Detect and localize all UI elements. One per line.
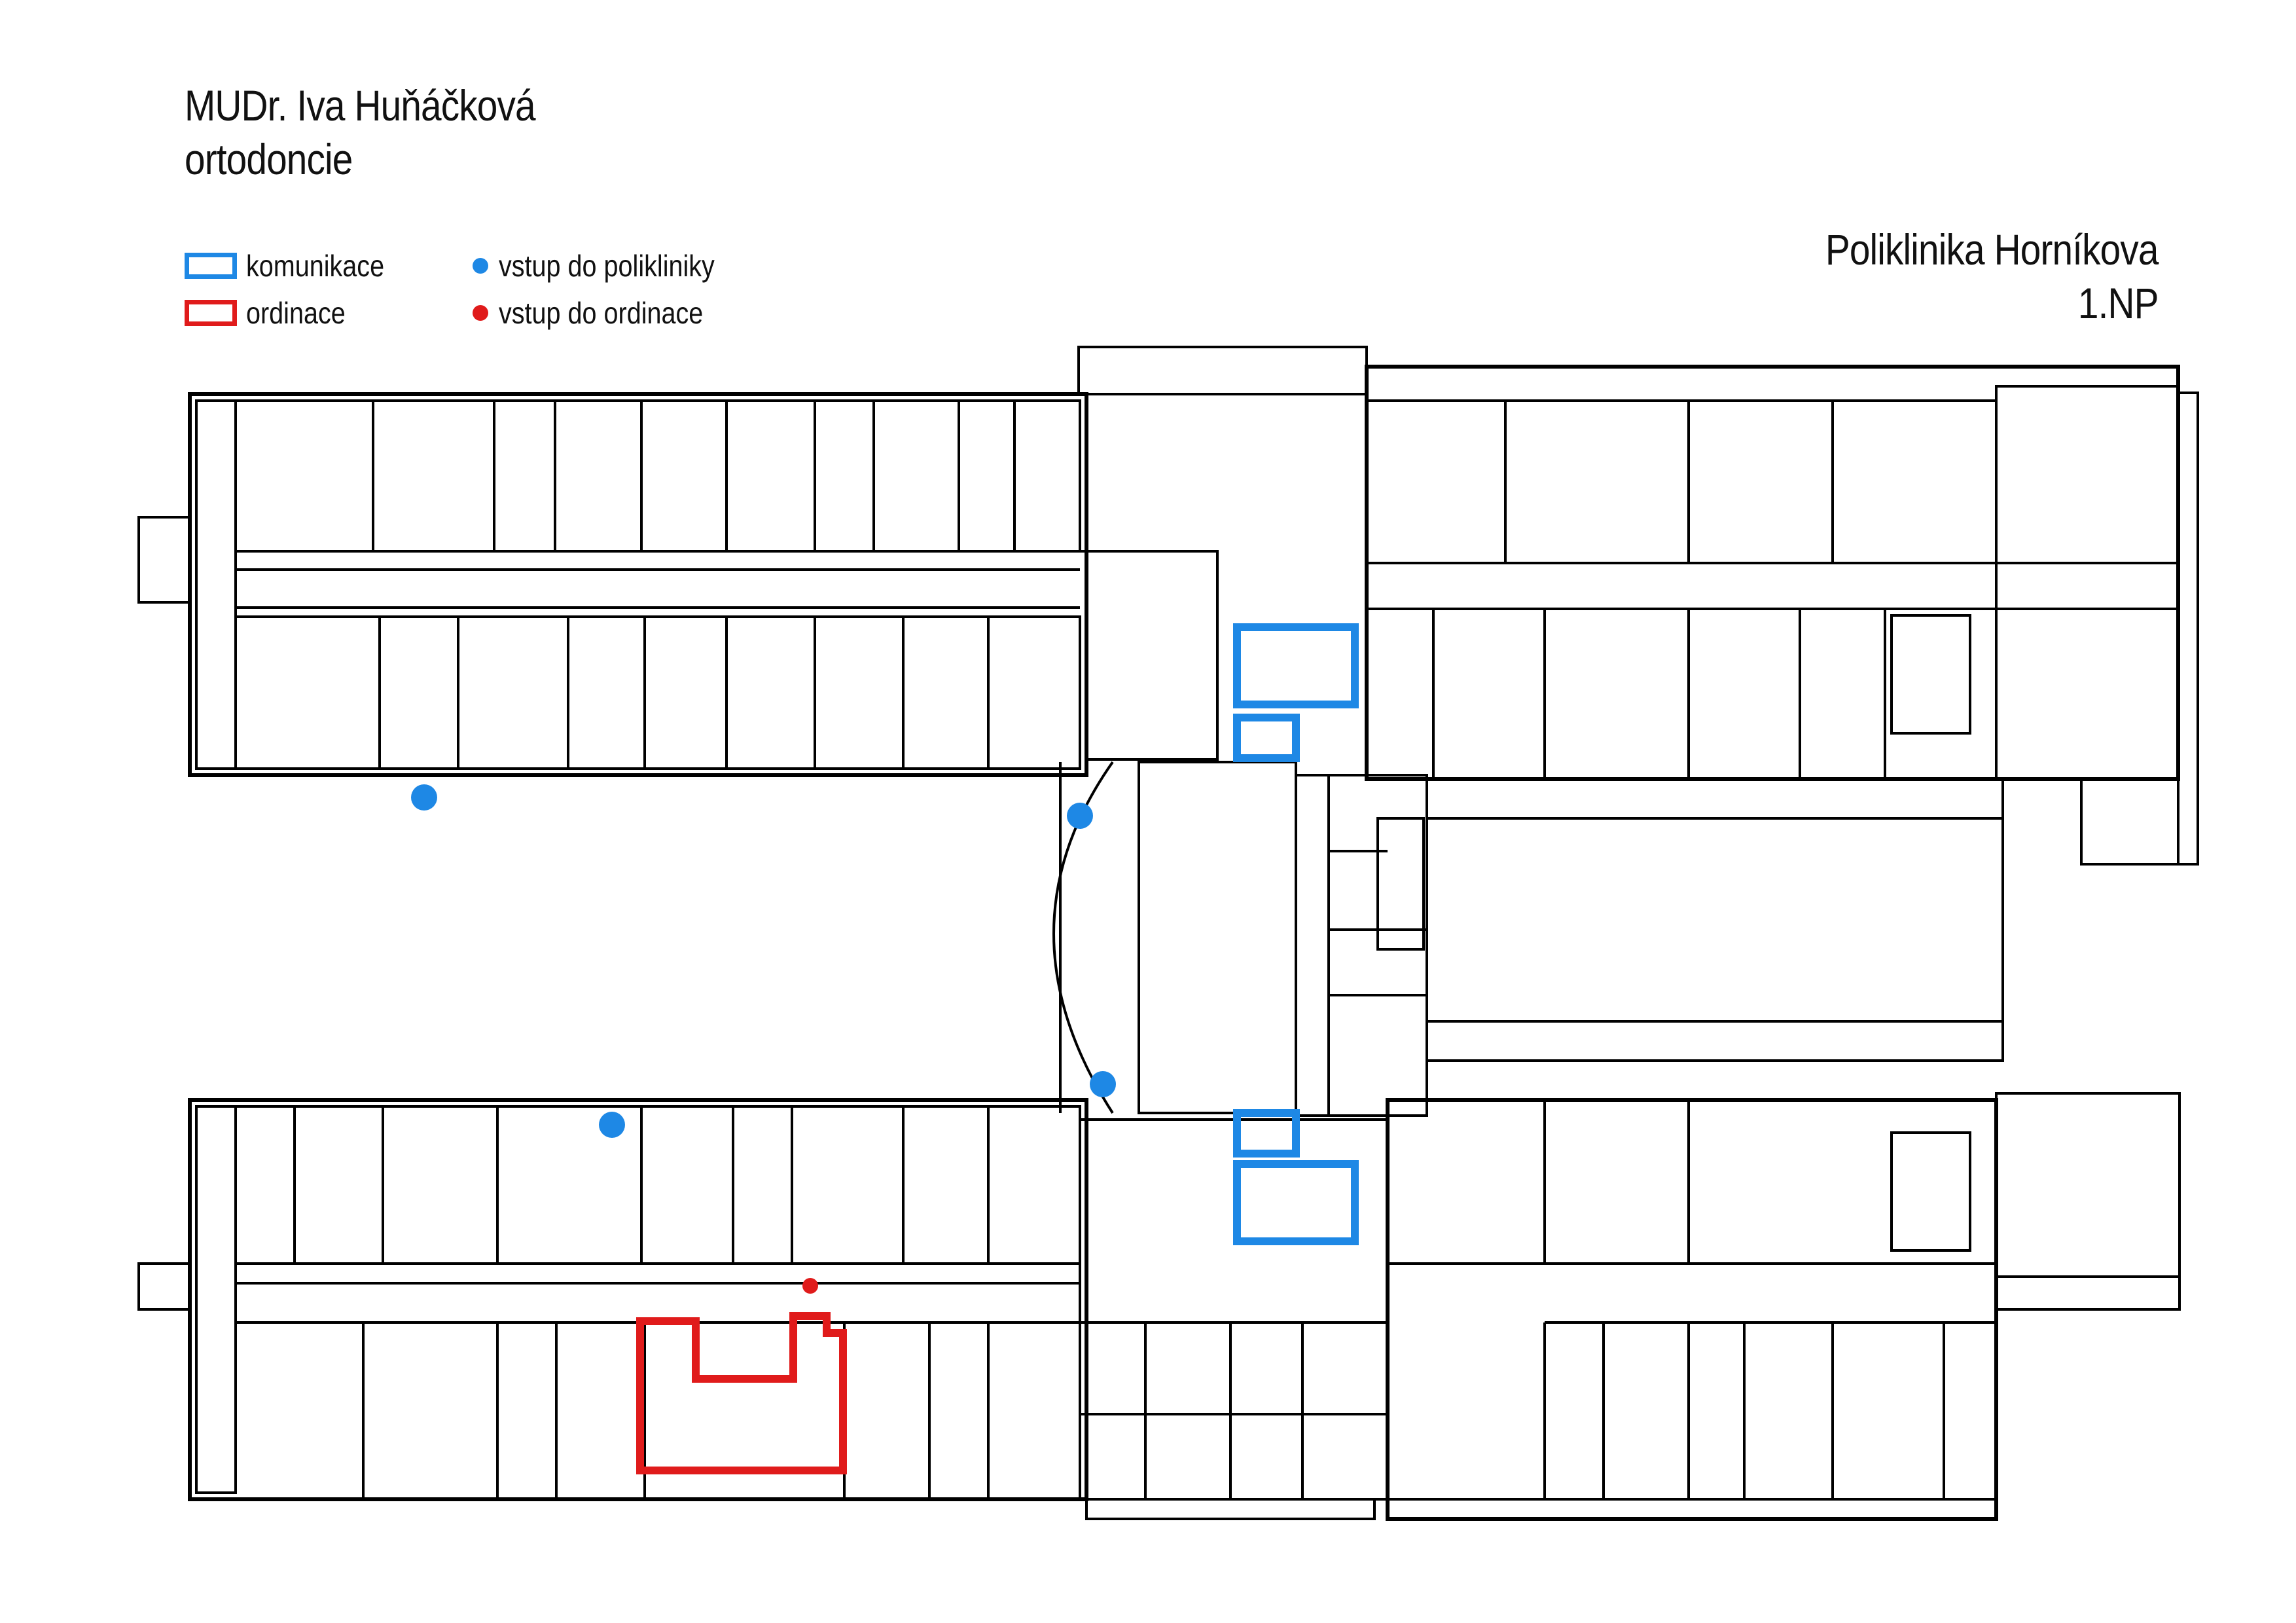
blue-dot-icon	[473, 258, 488, 274]
legend-label: komunikace	[246, 249, 385, 283]
red-dot-icon	[473, 305, 488, 321]
office-swatch-icon	[185, 300, 237, 326]
legend-item-communication: komunikace	[185, 246, 406, 285]
clinic-entrance-marker[interactable]	[599, 1112, 625, 1138]
legend-item-office-entrance: vstup do ordinace	[473, 293, 736, 333]
legend-label: vstup do polikliniky	[499, 249, 715, 283]
doctor-name: MUDr. Iva Huňáčková	[185, 81, 536, 130]
office-outline[interactable]	[636, 1312, 847, 1474]
clinic-entrance-marker[interactable]	[1067, 803, 1093, 829]
building-label: Poliklinika Horníkova 1.NP	[1825, 223, 2159, 330]
legend-item-clinic-entrance: vstup do polikliniky	[473, 246, 750, 285]
clinic-entrance-marker[interactable]	[411, 784, 437, 811]
communication-areas	[1233, 623, 1359, 1245]
floor-label: 1.NP	[2078, 279, 2159, 327]
communication-swatch-icon	[185, 253, 237, 279]
building-name: Poliklinika Horníkova	[1825, 225, 2159, 274]
map-title: MUDr. Iva Huňáčková ortodoncie	[185, 79, 536, 186]
legend-label: vstup do ordinace	[499, 296, 704, 330]
office-entrance-marker[interactable]	[802, 1278, 818, 1294]
legend-item-office: ordinace	[185, 293, 361, 333]
clinic-entrance-marker[interactable]	[1090, 1071, 1116, 1097]
building-walls	[137, 346, 2199, 1521]
specialty: ortodoncie	[185, 135, 353, 183]
clinic-entrances	[411, 784, 1116, 1138]
legend-label: ordinace	[246, 296, 346, 330]
